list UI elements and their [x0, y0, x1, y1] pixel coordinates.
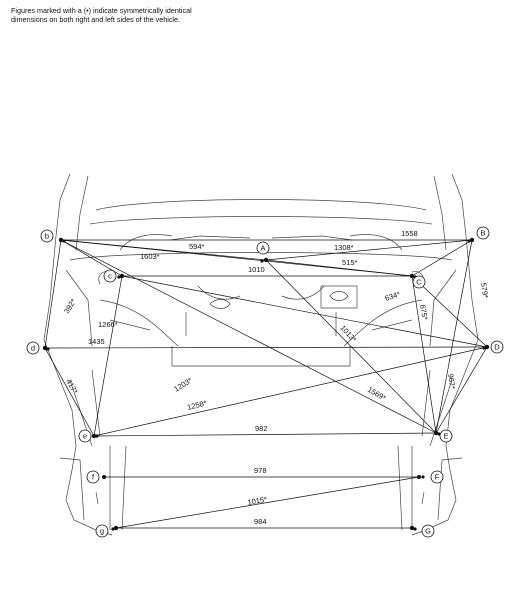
label-g: g — [95, 524, 109, 538]
point-F-dot — [417, 475, 421, 479]
label-A: A — [256, 241, 270, 255]
label-b: b — [40, 229, 54, 243]
dim-g-F: 1015* — [247, 495, 268, 507]
svg-text:E: E — [443, 432, 448, 441]
point-labels: b A B c C d D e E f F g G — [26, 226, 504, 538]
svg-text:F: F — [435, 473, 440, 482]
label-F: F — [430, 470, 444, 484]
point-G-dot — [409, 525, 415, 531]
point-D-dot — [484, 344, 490, 350]
svg-text:B: B — [480, 229, 485, 238]
svg-text:G: G — [425, 527, 431, 536]
point-b-dot — [58, 237, 64, 243]
dim-c-E: 1203* — [172, 376, 193, 394]
label-E: E — [439, 429, 453, 443]
label-G: G — [421, 524, 435, 538]
note-line-1: Figures marked with a (•) indicate symme… — [11, 6, 192, 15]
point-A-dot — [263, 257, 269, 263]
dim-g-G: 984 — [254, 517, 267, 526]
svg-text:f: f — [92, 473, 95, 482]
svg-text:b: b — [45, 232, 49, 241]
svg-text:e: e — [83, 432, 87, 441]
dim-b-B: 1558 — [401, 229, 418, 238]
dim-B-C: 579* — [479, 282, 490, 299]
point-B-dot-2 — [467, 239, 471, 243]
dim-D-E: 967* — [446, 373, 457, 390]
label-C: C — [412, 275, 426, 289]
point-c-dot — [119, 273, 125, 279]
point-B-dot — [469, 237, 475, 243]
label-f: f — [86, 470, 100, 484]
dim-A-E: 1013* — [339, 323, 359, 344]
label-e: e — [78, 429, 92, 443]
point-G-dot-2 — [413, 527, 417, 531]
point-e-dot-2 — [95, 434, 99, 438]
dim-d-D: 1435 — [88, 337, 105, 346]
svg-text:C: C — [416, 278, 422, 287]
symmetry-note: Figures marked with a (•) indicate symme… — [11, 6, 192, 24]
svg-text:c: c — [108, 272, 112, 281]
dim-E-e: 1569* — [366, 385, 388, 403]
label-D: D — [490, 340, 504, 354]
dim-b-c: 392* — [62, 297, 78, 315]
dim-C-D: 634* — [384, 290, 402, 303]
point-A-dot-2 — [260, 259, 264, 263]
point-e-dot — [91, 433, 97, 439]
svg-text:g: g — [100, 527, 104, 536]
point-D-dot-2 — [482, 346, 486, 350]
point-d-dot — [42, 345, 48, 351]
dim-b-A: 594* — [189, 242, 205, 251]
svg-text:A: A — [260, 244, 265, 253]
note-line-2: dimensions on both right and left sides … — [11, 14, 181, 24]
measurement-points — [42, 237, 490, 531]
dim-c-D: 1266* — [98, 320, 118, 329]
point-f-dot — [102, 475, 106, 479]
dim-b-C: 1603* — [140, 252, 160, 261]
point-c-dot-2 — [117, 275, 121, 279]
point-b-dot-2 — [62, 239, 66, 243]
label-B: B — [476, 226, 490, 240]
point-F-dot-2 — [421, 475, 425, 479]
dim-e-D: 1258* — [186, 398, 207, 411]
svg-text:D: D — [494, 343, 500, 352]
measurement-lines — [44, 239, 488, 529]
point-g-dot — [113, 525, 119, 531]
point-d-dot-2 — [46, 347, 50, 351]
svg-text:d: d — [31, 344, 35, 353]
point-C-dot — [409, 273, 415, 279]
point-g-dot-2 — [111, 527, 115, 531]
point-E-dot — [433, 430, 439, 436]
dim-c-C: 1010 — [248, 265, 265, 274]
dim-e-E: 982 — [255, 424, 268, 433]
label-d: d — [26, 341, 40, 355]
dim-A-B: 1308* — [334, 243, 354, 252]
dim-A-C: 515* — [342, 258, 358, 267]
dim-f-F: 978 — [254, 466, 267, 475]
label-c: c — [103, 269, 117, 283]
dim-C-E: 675* — [418, 304, 430, 321]
